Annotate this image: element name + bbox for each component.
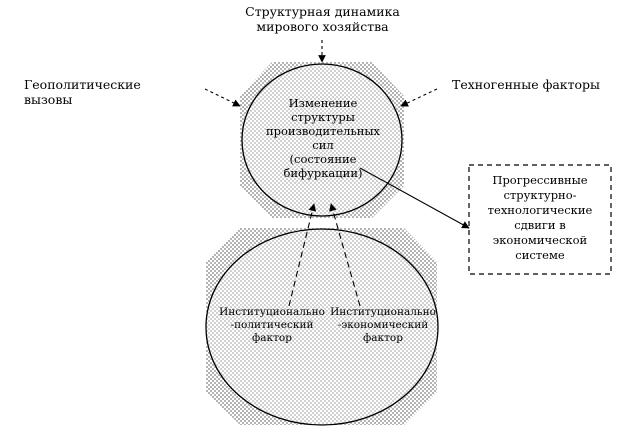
label-progressive-shifts: Прогрессивные структурно- технологически… bbox=[487, 173, 593, 262]
dashed-box bbox=[468, 164, 612, 275]
label-institutional-political: Институционально -политический фактор bbox=[219, 306, 325, 344]
label-structural-dynamics: Структурная динамика мирового хозяйства bbox=[245, 4, 400, 34]
lower-circle bbox=[205, 228, 439, 426]
arrow-economic-up bbox=[329, 203, 361, 307]
label-institutional-economic: Институционально -экономический фактор bbox=[330, 306, 436, 344]
label-geopolitical: Геополитические вызовы bbox=[24, 77, 141, 107]
label-technogenic: Техногенные факторы bbox=[452, 77, 601, 92]
upper-circle bbox=[241, 63, 403, 217]
arrow-to-box bbox=[359, 167, 470, 229]
arrow-political-up bbox=[288, 203, 317, 307]
label-center: Изменение структуры производительных сил… bbox=[265, 96, 381, 180]
arrow-right bbox=[400, 88, 438, 107]
arrow-left bbox=[204, 88, 241, 107]
